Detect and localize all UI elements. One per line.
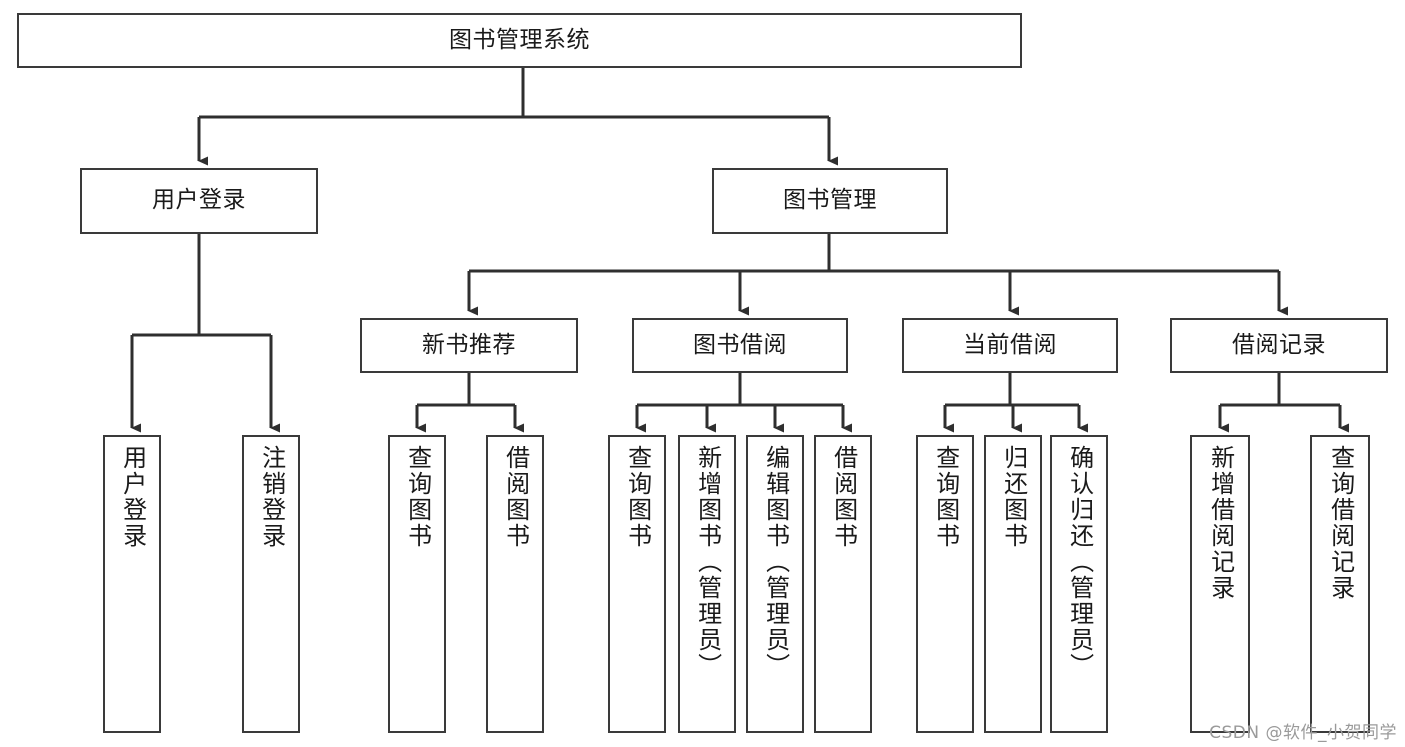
node-book-borrow-label: 图书借阅 <box>693 331 787 358</box>
node-book-borrow[interactable]: 图书借阅 <box>632 318 848 373</box>
node-leaf-add-record-label: 新增借阅记录 <box>1206 445 1235 601</box>
node-leaf-query-record-label: 查询借阅记录 <box>1326 445 1355 601</box>
node-leaf-query-book-3[interactable]: 查询图书 <box>916 435 974 733</box>
node-leaf-query-book-2-label: 查询图书 <box>623 445 652 549</box>
node-leaf-query-book-3-label: 查询图书 <box>931 445 960 549</box>
node-leaf-query-record[interactable]: 查询借阅记录 <box>1310 435 1370 733</box>
node-leaf-borrow-book-1[interactable]: 借阅图书 <box>486 435 544 733</box>
node-leaf-user-logout-label: 注销登录 <box>257 445 286 549</box>
node-leaf-confirm-return-label: 确认归还（管理员） <box>1065 445 1094 679</box>
node-root[interactable]: 图书管理系统 <box>17 13 1022 68</box>
node-leaf-query-book-2[interactable]: 查询图书 <box>608 435 666 733</box>
node-leaf-borrow-book-2-label: 借阅图书 <box>829 445 858 549</box>
node-leaf-borrow-book-2[interactable]: 借阅图书 <box>814 435 872 733</box>
node-leaf-confirm-return[interactable]: 确认归还（管理员） <box>1050 435 1108 733</box>
node-new-book-recommend-label: 新书推荐 <box>422 331 516 358</box>
node-user-login[interactable]: 用户登录 <box>80 168 318 234</box>
node-leaf-return-book-label: 归还图书 <box>999 445 1028 549</box>
node-leaf-add-record[interactable]: 新增借阅记录 <box>1190 435 1250 733</box>
node-current-borrow[interactable]: 当前借阅 <box>902 318 1118 373</box>
node-leaf-edit-book-label: 编辑图书（管理员） <box>761 445 790 679</box>
node-leaf-add-book-label: 新增图书（管理员） <box>693 445 722 679</box>
node-borrow-record[interactable]: 借阅记录 <box>1170 318 1388 373</box>
node-book-manage-label: 图书管理 <box>783 187 877 214</box>
node-leaf-add-book[interactable]: 新增图书（管理员） <box>678 435 736 733</box>
node-root-label: 图书管理系统 <box>449 26 590 53</box>
node-leaf-edit-book[interactable]: 编辑图书（管理员） <box>746 435 804 733</box>
node-borrow-record-label: 借阅记录 <box>1232 331 1326 358</box>
node-book-manage[interactable]: 图书管理 <box>712 168 948 234</box>
node-leaf-query-book-1[interactable]: 查询图书 <box>388 435 446 733</box>
node-leaf-borrow-book-1-label: 借阅图书 <box>501 445 530 549</box>
node-leaf-user-login-label: 用户登录 <box>118 445 147 549</box>
node-user-login-label: 用户登录 <box>152 187 246 214</box>
node-new-book-recommend[interactable]: 新书推荐 <box>360 318 578 373</box>
node-leaf-user-login[interactable]: 用户登录 <box>103 435 161 733</box>
node-leaf-query-book-1-label: 查询图书 <box>403 445 432 549</box>
node-leaf-user-logout[interactable]: 注销登录 <box>242 435 300 733</box>
node-current-borrow-label: 当前借阅 <box>963 331 1057 358</box>
watermark-text: CSDN @软件_小贺同学 <box>1209 723 1397 743</box>
node-leaf-return-book[interactable]: 归还图书 <box>984 435 1042 733</box>
